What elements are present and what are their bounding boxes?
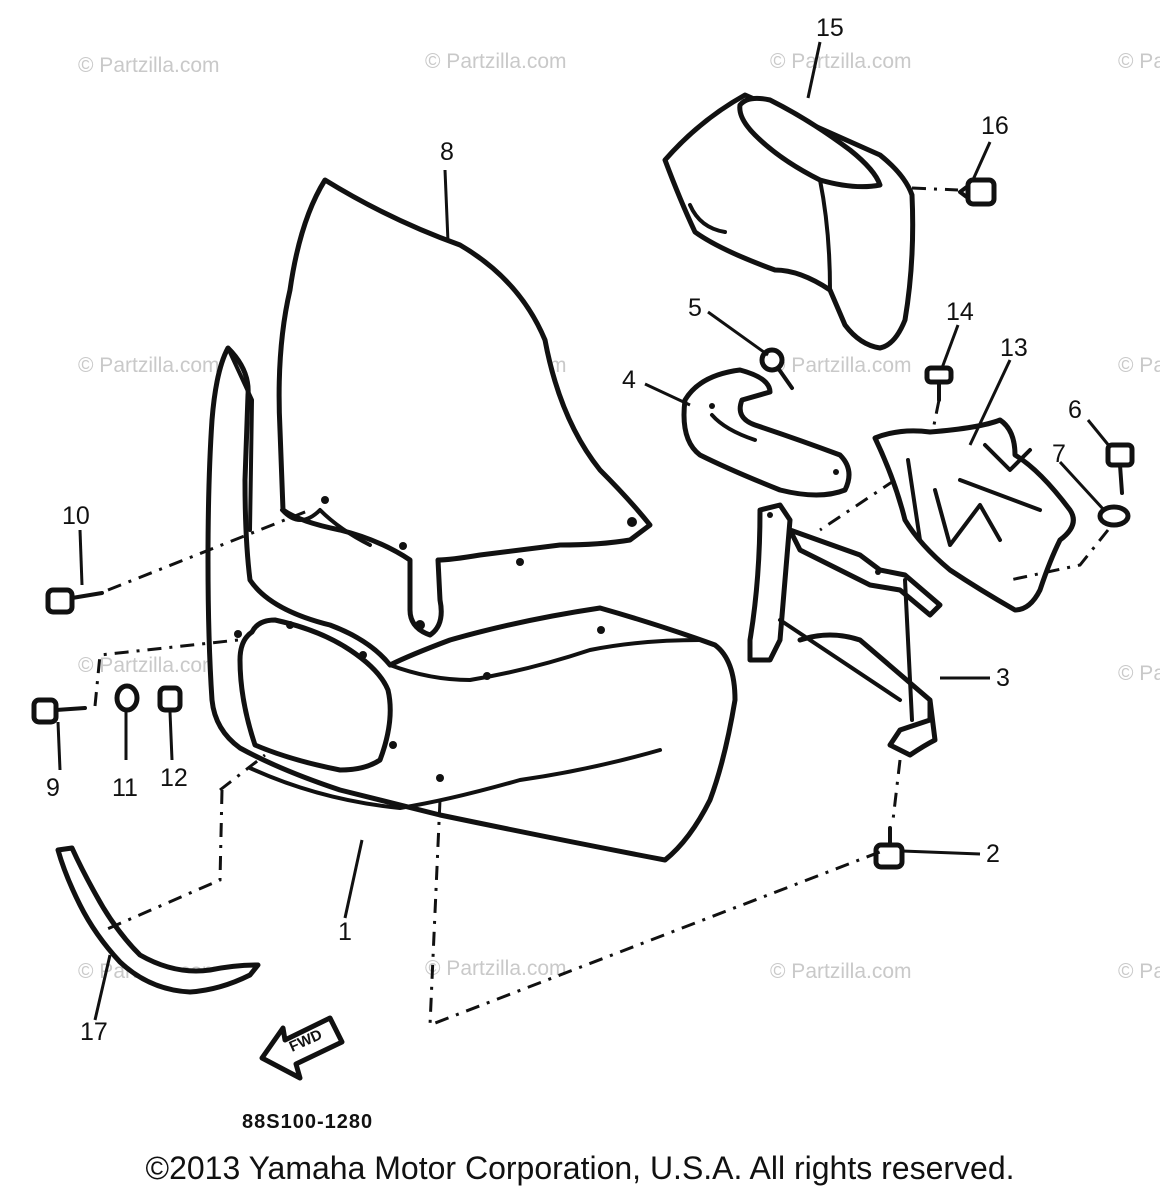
callout-17: 17 [80,1018,108,1046]
watermark: © Partzilla.com [78,54,220,77]
watermark: © Partzilla.com [770,354,912,377]
watermark: © Partzilla.com [425,50,567,73]
callout-16: 16 [981,112,1009,140]
callout-1: 1 [338,918,352,946]
diagram-code: 88S100-1280 [242,1111,373,1133]
callout-9: 9 [46,774,60,802]
callout-13: 13 [1000,334,1028,362]
callout-12: 12 [160,764,188,792]
callout-10: 10 [62,502,90,530]
watermark: © Partzilla.com [1118,354,1160,377]
leader-lines [56,41,1112,1021]
screw-16-part [958,177,997,207]
callout-7: 7 [1052,440,1066,468]
assembly-line [819,478,896,532]
callout-15: 15 [816,14,844,42]
bolt-2-part [873,826,905,870]
assembly-line [219,753,266,792]
frame-stay-3-part [747,502,943,758]
bolt-10-part [45,587,104,615]
callout-11: 11 [112,774,138,802]
assembly-line [428,799,886,1028]
assembly-line [891,759,902,821]
assembly-line [93,638,239,707]
bolt-9-part [31,697,87,725]
watermark: © Partzilla.com [78,354,220,377]
bracket-4-part [681,367,852,498]
watermarks: © Partzilla.com © Partzilla.com © Partzi… [78,50,1160,983]
callout-4: 4 [622,366,636,394]
washer-7-part [1097,504,1131,528]
watermark: © Partzilla.com [770,50,912,73]
watermark: © Partzilla.com [1118,662,1160,685]
assembly-line [104,789,224,932]
bolt-6-part [1105,442,1135,495]
watermark: © Partzilla.com [425,957,567,980]
callout-6: 6 [1068,396,1082,424]
trim-strip-17-part [55,845,261,995]
grommet-11-part [114,683,140,713]
assembly-line [1009,529,1110,582]
assembly-line [911,186,959,192]
watermark: © Partzilla.com [1118,50,1160,73]
callout-14: 14 [946,298,974,326]
fairing-cowl-part [205,345,738,863]
callout-8: 8 [440,138,454,166]
collar-12-part [157,685,183,713]
bolt-14-part [924,365,954,402]
assembly-line [107,508,311,592]
callout-3: 3 [996,664,1010,692]
copyright-notice: ©2013 Yamaha Motor Corporation, U.S.A. A… [145,1150,1015,1186]
watermark: © Partzilla.com [78,654,220,677]
meter-cover-part [662,92,916,351]
watermark: © Partzilla.com [770,960,912,983]
windscreen-part [276,177,653,638]
forward-arrow-icon: FWD [259,1015,345,1081]
callout-5: 5 [688,294,702,322]
callout-2: 2 [986,840,1000,868]
headlight-stay-13-part [872,417,1076,613]
callouts: 8 15 16 5 4 14 13 6 7 3 2 10 9 11 12 1 1… [46,14,1082,1046]
watermark: © Partzilla.com [1118,960,1160,983]
